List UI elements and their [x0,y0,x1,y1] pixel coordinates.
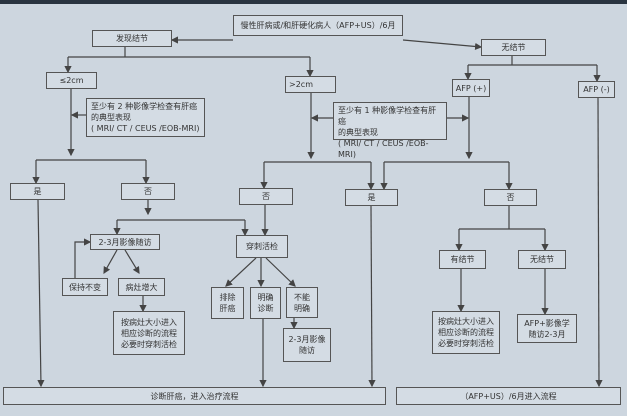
by-size-line2: 相应诊断的流程 [121,328,177,338]
no-box-right: 否 [484,189,537,206]
note1-line3: ( MRI/ CT / CEUS /EOB-MRI) [91,124,200,133]
afp-imaging-box: AFP+影像学随访2-3月 [517,314,577,343]
note2-line2: 的典型表现 [338,128,378,137]
by-size-line1: 按病灶大小进入 [121,317,177,327]
top-bar [0,0,627,4]
no-nodule-box: 无结节 [481,39,546,56]
found-nodule-box: 发现结节 [92,30,172,47]
le2cm-box: ≤2cm [46,72,97,89]
followup-small-box: 2-3月影像随访 [283,328,331,362]
note-one-imaging: 至少有 1 种影像学检查有肝癌 的典型表现 ( MRI/ CT / CEUS /… [333,102,447,159]
surveillance-box: （AFP+US）/6月进入流程 [396,387,621,405]
followup-box: 2-3月影像随访 [90,234,160,250]
stable-box: 保持不变 [62,278,108,296]
yes-box-left: 是 [10,183,65,200]
by-size-line2: 相应诊断的流程 [438,328,494,337]
biopsy-box: 穿刺活检 [236,235,288,258]
confirmed-box: 明确诊断 [250,287,281,319]
by-size-line3: 必要时穿刺活检 [438,339,494,348]
note2-line1: 至少有 1 种影像学检查有肝癌 [338,106,437,126]
note-two-imaging: 至少有 2 种影像学检查有肝癌 的典型表现 ( MRI/ CT / CEUS /… [86,98,205,137]
unclear-box: 不能明确 [286,287,318,318]
gt2cm-box: >2cm [285,76,336,93]
by-size-box-left: 按病灶大小进入 相应诊断的流程 必要时穿刺活检 [113,311,185,355]
no-box-left: 否 [121,183,175,200]
note1-line1: 至少有 2 种影像学检查有肝癌 [91,102,198,111]
afp-negative-box: AFP (-) [578,81,615,98]
no-nodule-box-right: 无结节 [518,250,566,269]
exclude-box: 排除肝癌 [211,287,244,319]
note1-line2: 的典型表现 [91,113,131,122]
by-size-line1: 按病灶大小进入 [438,317,494,326]
yes-box-mid: 是 [345,189,398,206]
by-size-line3: 必要时穿刺活检 [121,339,177,349]
note2-line3: ( MRI/ CT / CEUS /EOB-MRI) [338,139,429,159]
afp-positive-box: AFP (+) [452,79,490,97]
no-box-mid: 否 [239,188,293,205]
title-box: 慢性肝病或/和肝硬化病人（AFP+US）/6月 [233,15,403,36]
by-size-box-right: 按病灶大小进入 相应诊断的流程 必要时穿刺活检 [432,311,500,354]
has-nodule-box: 有结节 [439,250,486,269]
enlarged-box: 病灶增大 [118,278,165,296]
diagnosis-treatment-box: 诊断肝癌，进入治疗流程 [3,387,386,405]
